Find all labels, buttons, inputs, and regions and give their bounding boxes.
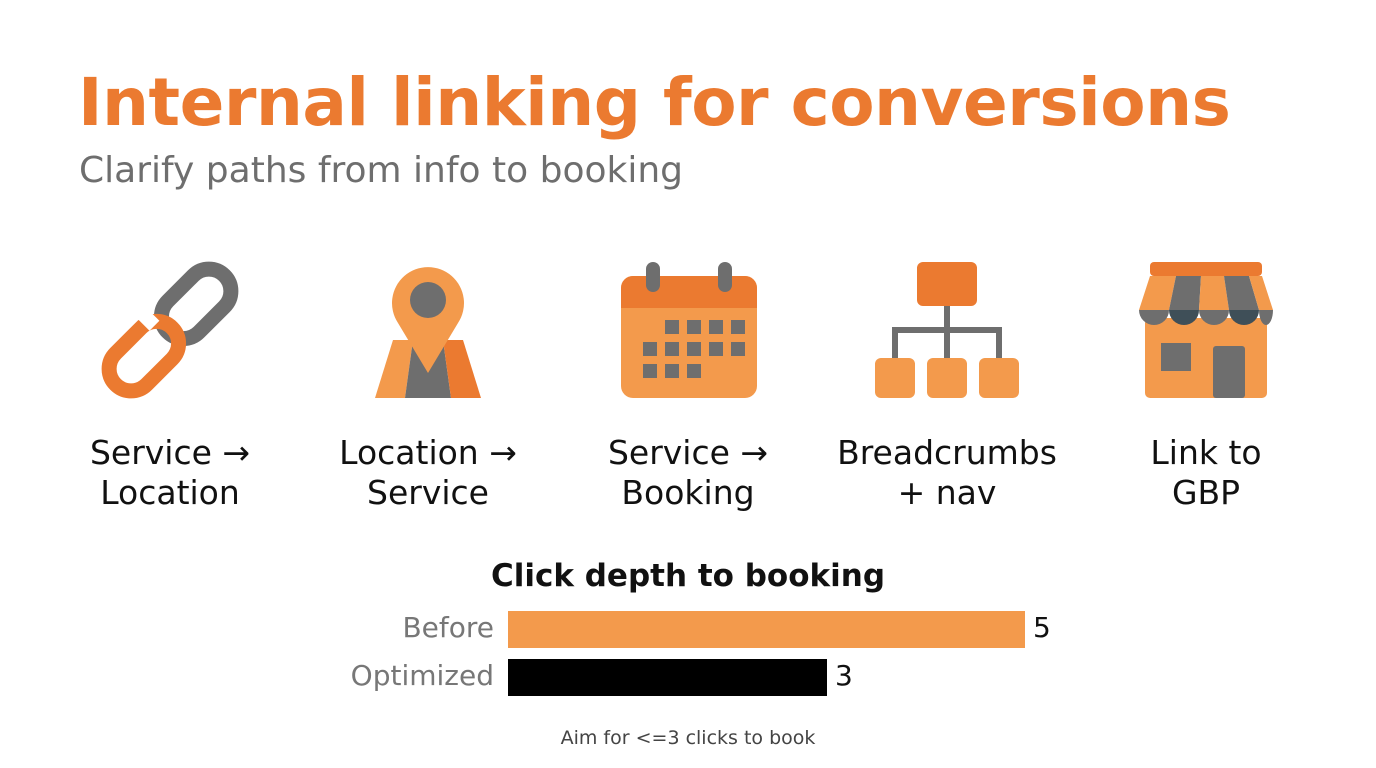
feature-label-line1: Link to — [1150, 433, 1262, 472]
bar-before — [508, 611, 1025, 648]
feature-service-location: Service → Location — [40, 258, 300, 513]
map-pin-icon — [375, 267, 481, 398]
feature-label-line2: Booking — [621, 473, 755, 512]
calendar-icon — [621, 262, 757, 398]
feature-service-booking: Service → Booking — [558, 258, 818, 513]
feature-link-gbp: Link to GBP — [1076, 258, 1336, 513]
feature-label-line1: Service → — [607, 433, 769, 472]
bar-label-before: Before — [402, 611, 494, 644]
page-subtitle: Clarify paths from info to booking — [79, 150, 684, 191]
sitemap-icon — [875, 262, 1019, 398]
feature-label-line2: + nav — [897, 473, 997, 512]
feature-label-line2: GBP — [1171, 473, 1241, 512]
chart-annotation: Aim for <=3 clicks to book — [560, 727, 816, 749]
bar-value-before: 5 — [1033, 611, 1051, 644]
feature-breadcrumbs-nav: Breadcrumbs + nav — [817, 258, 1077, 513]
feature-label-line1: Breadcrumbs — [837, 433, 1057, 472]
bar-value-optimized: 3 — [835, 659, 853, 692]
feature-label-line1: Location → — [339, 433, 517, 472]
link-icon — [101, 261, 239, 399]
feature-label-line1: Service → — [89, 433, 251, 472]
page-title: Internal linking for conversions — [78, 64, 1231, 141]
storefront-icon — [1139, 262, 1273, 398]
chart-title: Click depth to booking — [490, 558, 886, 594]
bar-label-optimized: Optimized — [350, 659, 494, 692]
feature-label-line2: Location — [100, 473, 240, 512]
feature-location-service: Location → Service — [298, 258, 558, 513]
bar-optimized — [508, 659, 827, 696]
feature-label-line2: Service — [367, 473, 489, 512]
